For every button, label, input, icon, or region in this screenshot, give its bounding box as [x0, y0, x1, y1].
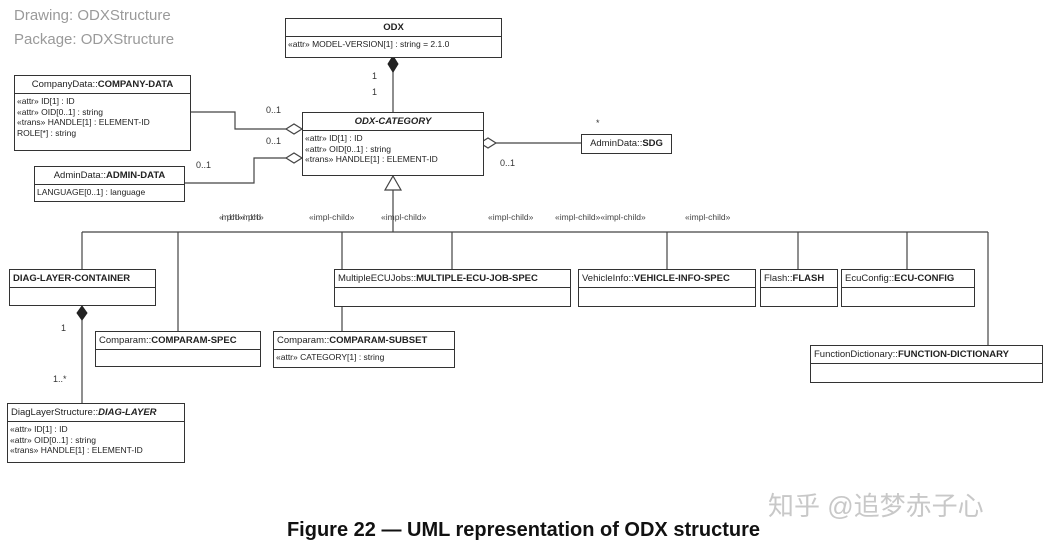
company-data-attr: «attr» OID[0..1] : string [17, 106, 103, 117]
odx-multiplicity-top: 1 [372, 71, 378, 81]
company-aggregation-diamond [284, 123, 304, 135]
diag-layer-attr: «trans» HANDLE[1] : ELEMENT-ID [10, 445, 143, 455]
comparam-spec-class: Comparam::COMPARAM-SPEC [95, 331, 261, 367]
sdg-multiplicity-near: 0..1 [500, 158, 516, 168]
admin-data-association [184, 157, 286, 184]
diag-layer-attr: «attr» OID[0..1] : string [10, 434, 96, 445]
odx-class-attributes: «attr» MODEL-VERSION[1] : string = 2.1.0 [286, 37, 501, 52]
diag-layer-class-name: DiagLayerStructure::DIAG-LAYER [8, 404, 184, 422]
company-data-attr: ROLE[*] : string [17, 127, 77, 138]
admin-data-attr-language: LANGUAGE[0..1] : language [37, 187, 146, 197]
odx-multiplicity-bottom: 1 [372, 87, 378, 97]
company-data-class-name: CompanyData::COMPANY-DATA [15, 76, 190, 94]
flash-class-name: Flash::FLASH [761, 270, 837, 288]
odx-attr-model-version: «attr» MODEL-VERSION[1] : string = 2.1.0 [288, 39, 450, 49]
company-data-attributes: «attr» ID[1] : ID «attr» OID[0..1] : str… [15, 94, 190, 140]
admin-multiplicity-end: 0..1 [196, 160, 212, 170]
comparam-spec-class-name: Comparam::COMPARAM-SPEC [96, 332, 260, 350]
vehicle-info-spec-class: VehicleInfo::VEHICLE-INFO-SPEC [578, 269, 756, 307]
impl-child-label-pair: «impl-child»«impl-child» [555, 212, 646, 222]
function-dictionary-class-name: FunctionDictionary::FUNCTION-DICTIONARY [811, 346, 1042, 364]
comparam-subset-class: Comparam::COMPARAM-SUBSET «attr» CATEGOR… [273, 331, 455, 368]
impl-child-label: «impl-child» [381, 212, 427, 222]
sdg-aggregation-diamond [478, 137, 498, 149]
multiple-ecu-job-spec-class: MultipleECUJobs::MULTIPLE-ECU-JOB-SPEC [334, 269, 571, 307]
ecu-config-class-name: EcuConfig::ECU-CONFIG [842, 270, 974, 288]
dlc-multiplicity-one: 1 [61, 323, 67, 333]
odx-class-name: ODX [286, 19, 501, 37]
company-data-class: CompanyData::COMPANY-DATA «attr» ID[1] :… [14, 75, 191, 151]
diag-layer-class: DiagLayerStructure::DIAG-LAYER «attr» ID… [7, 403, 185, 463]
vehicle-info-spec-class-name: VehicleInfo::VEHICLE-INFO-SPEC [579, 270, 755, 288]
admin-data-attributes: LANGUAGE[0..1] : language [35, 185, 184, 200]
diag-layer-multiplicity: 1..* [53, 374, 67, 384]
diag-layer-attributes: «attr» ID[1] : ID «attr» OID[0..1] : str… [8, 422, 184, 458]
package-label: Package: ODXStructure [14, 31, 175, 48]
impl-child-label: «impl-child» [488, 212, 534, 222]
figure-caption: Figure 22 — UML representation of ODX st… [286, 519, 761, 541]
comparam-subset-class-name: Comparam::COMPARAM-SUBSET [274, 332, 454, 350]
company-data-attr: «trans» HANDLE[1] : ELEMENT-ID [17, 117, 150, 127]
multiple-ecu-job-spec-class-name: MultipleECUJobs::MULTIPLE-ECU-JOB-SPEC [335, 270, 570, 288]
diag-layer-container-class: DIAG-LAYER-CONTAINER [9, 269, 156, 306]
diag-layer-container-class-name: DIAG-LAYER-CONTAINER [10, 270, 155, 288]
function-dictionary-class: FunctionDictionary::FUNCTION-DICTIONARY [810, 345, 1043, 383]
ecu-config-class: EcuConfig::ECU-CONFIG [841, 269, 975, 307]
impl-child-label: «impl-child» [309, 212, 355, 222]
company-data-association [190, 111, 286, 130]
company-multiplicity-near: 0..1 [266, 136, 282, 146]
sdg-class-name: AdminData::SDG [590, 138, 663, 149]
odx-class: ODX «attr» MODEL-VERSION[1] : string = 2… [285, 18, 502, 58]
impl-child-label-overlap: «impl-child»«impl-child» [219, 212, 264, 222]
odx-category-attributes: «attr» ID[1] : ID «attr» OID[0..1] : str… [303, 131, 483, 167]
odx-composition-diamond [387, 55, 399, 73]
diag-layer-attr: «attr» ID[1] : ID [10, 424, 68, 434]
admin-data-class-name: AdminData::ADMIN-DATA [35, 167, 184, 185]
odx-category-attr: «attr» OID[0..1] : string [305, 143, 391, 154]
admin-data-class: AdminData::ADMIN-DATA LANGUAGE[0..1] : l… [34, 166, 185, 202]
odx-category-class: ODX-CATEGORY «attr» ID[1] : ID «attr» OI… [302, 112, 484, 176]
comparam-subset-attributes: «attr» CATEGORY[1] : string [274, 350, 454, 365]
sdg-class: AdminData::SDG [581, 134, 672, 154]
odx-category-class-name: ODX-CATEGORY [303, 113, 483, 131]
dlc-composition-diamond [76, 305, 88, 321]
flash-class: Flash::FLASH [760, 269, 838, 307]
odx-category-attr: «trans» HANDLE[1] : ELEMENT-ID [305, 154, 438, 164]
odx-category-attr: «attr» ID[1] : ID [305, 133, 363, 143]
company-data-attr: «attr» ID[1] : ID [17, 96, 75, 106]
drawing-label: Drawing: ODXStructure [14, 7, 171, 24]
company-multiplicity-end: 0..1 [266, 105, 282, 115]
impl-child-label: «impl-child» [685, 212, 731, 222]
generalization-triangle [383, 174, 403, 191]
comparam-subset-attr-category: «attr» CATEGORY[1] : string [276, 352, 385, 362]
admin-aggregation-diamond [284, 152, 304, 164]
sdg-multiplicity-star: * [596, 118, 600, 128]
watermark: 知乎 @追梦赤子心 [768, 491, 984, 521]
